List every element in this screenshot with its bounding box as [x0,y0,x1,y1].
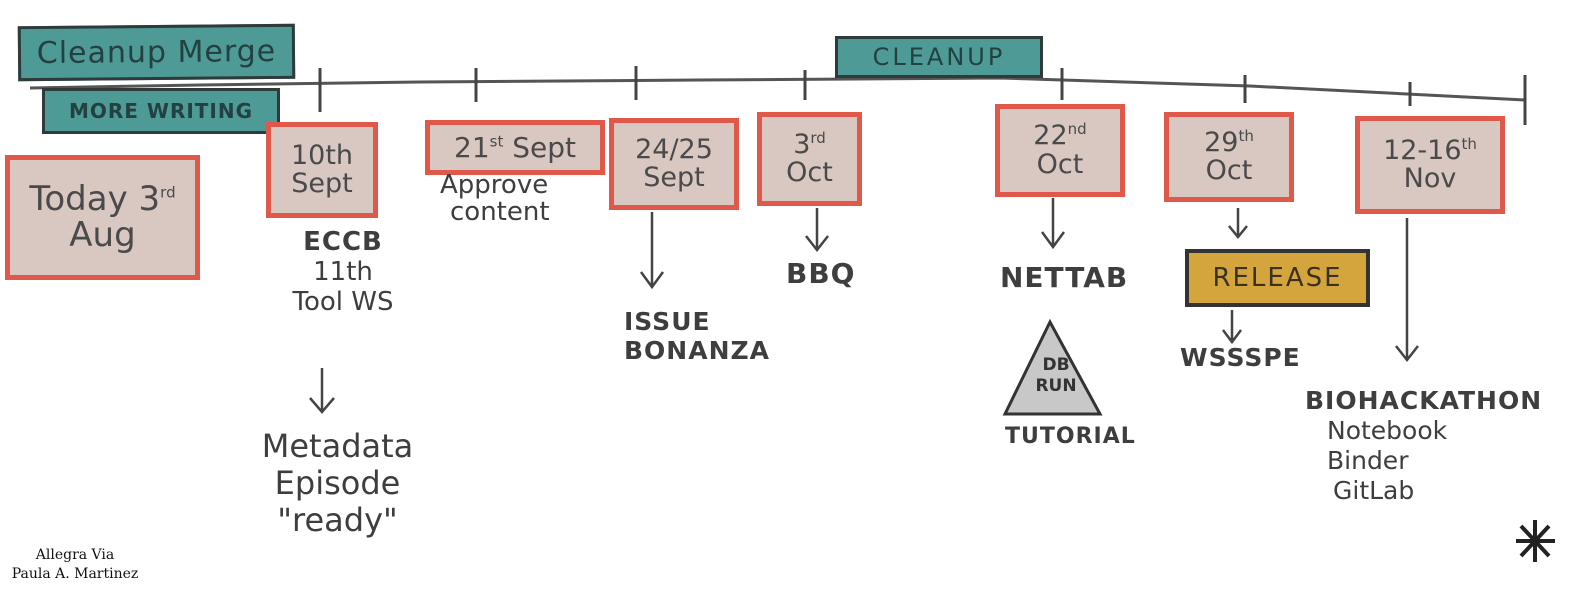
event-nettab: NETTAB [1000,261,1129,294]
event-biohackathon: BIOHACKATHON Notebook Binder GitLab [1305,386,1542,506]
tool-ws-label: Tool WS [292,286,394,317]
milestone-today: Today 3rd Aug [5,155,200,280]
tag-cleanup-merge: Cleanup Merge [17,23,296,82]
nov-line2: Nov [1403,163,1457,194]
credit-line2: Paula A. Martinez [11,565,139,582]
sept21-rest: Sept [503,130,576,164]
milestone-29th-oct: 29th Oct [1164,112,1294,202]
nov-line1: 12-16 [1383,134,1462,166]
content-label: content [450,197,550,228]
db-label: DB [1042,355,1070,375]
credit-line1: Allegra Via [35,547,115,563]
milestone-22nd-oct: 22nd Oct [995,104,1125,197]
milestone-21st-sept: 21st Sept [425,120,605,175]
arrow-sept24 [639,212,665,290]
sept24-line2: Sept [643,162,705,193]
eleventh-label: 11th [313,256,373,287]
bbq-label: BBQ [786,257,856,290]
event-approve-content: Approve content [440,170,550,228]
tag-more-writing: MORE WRITING [42,88,280,134]
milestone-10th-sept: 10th Sept [266,122,378,218]
release-badge: RELEASE [1185,249,1370,307]
nettab-label: NETTAB [1000,261,1129,294]
approve-label: Approve [440,170,549,200]
db-run-label: DB RUN [1020,355,1092,398]
sept21-num: 21 [454,130,490,164]
tag-cleanup-merge-label: Cleanup Merge [36,33,277,72]
event-arrows [309,198,1419,414]
sept10-line2: Sept [291,168,353,199]
arrow-nov [1395,218,1419,363]
event-metadata-episode: Metadata Episode "ready" [250,428,425,538]
timeline-line [29,76,1526,102]
event-issue-bonanza: ISSUE BONANZA [624,307,770,366]
bonanza-label: BONANZA [624,335,770,365]
timeline-ticks [318,66,1527,125]
milestone-24-25-sept: 24/25 Sept [609,118,739,210]
event-eccb-tool-ws: ECCB 11th Tool WS [278,227,408,318]
arrow-oct29 [1228,208,1248,239]
today-line1: Today 3 [29,178,161,219]
oct3-sup: rd [810,128,826,147]
today-line2: Aug [69,214,136,255]
eccb-label: ECCB [303,227,383,257]
episode-label: Episode [274,463,401,502]
arrow-oct3 [805,208,829,253]
notebook-label: Notebook [1327,416,1448,445]
db-run-triangle [1002,318,1103,416]
today-sup: rd [160,183,176,202]
oct3-line2: Oct [786,157,833,188]
sept24-line1: 24/25 [635,133,713,165]
arrow-oct22 [1040,198,1066,250]
oct22-sup: nd [1067,120,1087,139]
release-label: RELEASE [1212,263,1343,293]
tag-more-writing-label: MORE WRITING [68,99,254,123]
milestone-12-16-nov: 12-16th Nov [1355,116,1505,214]
oct29-sup: th [1238,126,1254,145]
tag-cleanup: CLEANUP [835,36,1043,78]
gitlab-label: GitLab [1333,476,1415,505]
event-tutorial: TUTORIAL [1005,424,1136,449]
arrow-release [1222,310,1242,345]
asterisk-icon [1516,520,1555,562]
tag-cleanup-label: CLEANUP [872,43,1006,71]
metadata-label: Metadata [261,427,414,465]
run-label: RUN [1035,376,1077,397]
author-credits: Allegra Via Paula A. Martinez [4,546,146,584]
binder-label: Binder [1327,446,1409,475]
event-wssspe: WSSSPE [1180,343,1301,373]
sept21-sup: st [489,132,504,151]
issue-label: ISSUE [624,307,711,336]
milestone-3rd-oct: 3rd Oct [757,112,862,206]
wssspe-label: WSSSPE [1180,343,1301,372]
oct22-line1: 22 [1033,120,1068,152]
oct29-line2: Oct [1205,155,1253,186]
sept10-line1: 10th [290,139,354,171]
arrow-tool-ws [309,368,335,414]
ready-label: "ready" [277,500,398,539]
oct3-line1: 3 [793,128,811,160]
tutorial-label: TUTORIAL [1005,424,1136,449]
oct22-line2: Oct [1036,148,1084,180]
event-bbq: BBQ [786,257,856,290]
nov-sup: th [1461,134,1477,153]
oct29-line1: 29 [1204,126,1239,158]
biohackathon-label: BIOHACKATHON [1305,386,1543,415]
